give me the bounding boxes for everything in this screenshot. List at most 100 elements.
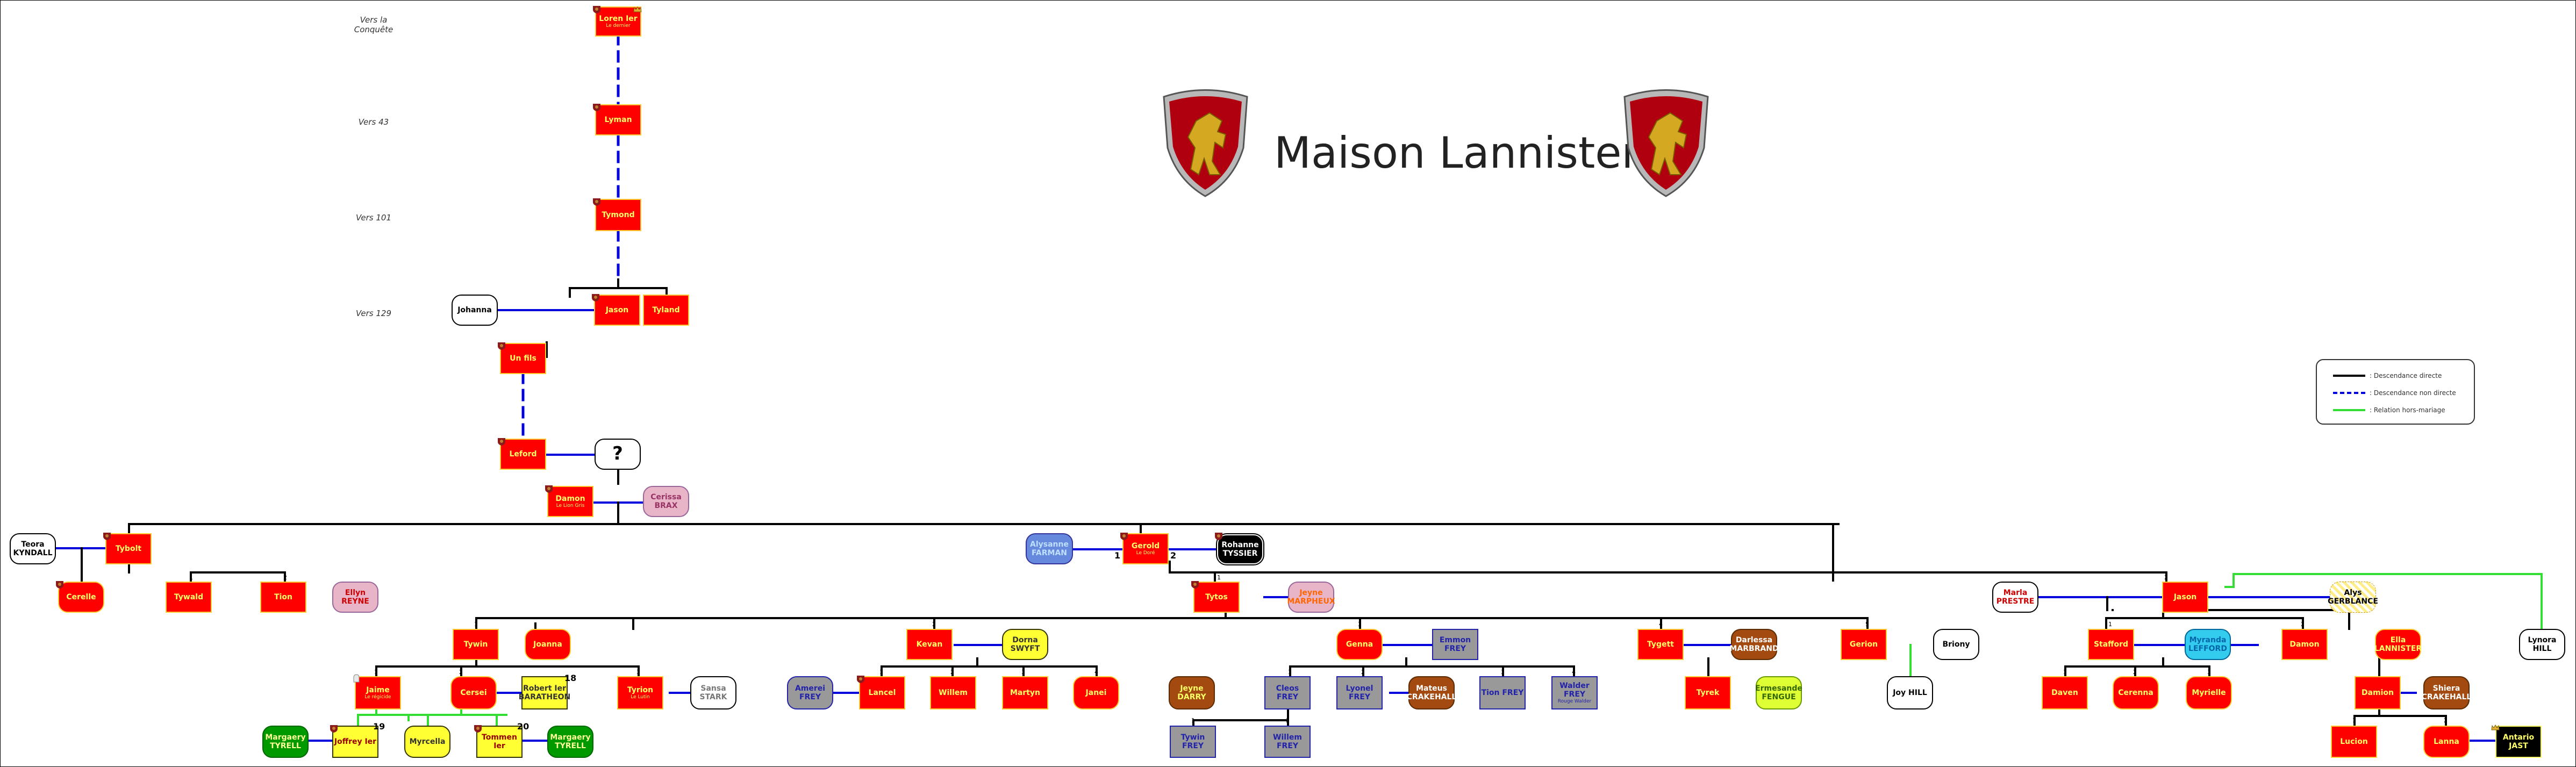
person-tygett[interactable]: Tygett (1637, 629, 1684, 660)
person-tywald[interactable]: Tywald (166, 582, 212, 613)
person-teora[interactable]: Teora KYNDALL (10, 533, 56, 564)
person-johanna[interactable]: Johanna (452, 295, 498, 326)
person-martyn[interactable]: Martyn (1002, 676, 1048, 709)
person-kevan[interactable]: Kevan (906, 629, 953, 660)
person-lucion[interactable]: Lucion (2331, 726, 2377, 758)
crown-icon (2491, 725, 2500, 730)
era-label-101: Vers 101 (356, 213, 391, 223)
person-joffrey[interactable]: Joffrey Ier (332, 726, 378, 758)
person-darlessa[interactable]: Darlessa MARBRAND (1729, 629, 1779, 660)
person-tybolt[interactable]: Tybolt (105, 533, 152, 564)
lannister-shield-icon (1215, 533, 1222, 540)
person-joanna[interactable]: Joanna (525, 629, 571, 660)
person-damon-2[interactable]: Damon (2281, 629, 2328, 660)
order-number: 3 (1501, 669, 1505, 676)
order-number: 3 (1358, 621, 1362, 628)
legend-item-direct: : Descendance directe (2333, 372, 2442, 379)
era-label-43: Vers 43 (358, 117, 389, 127)
person-un-fils[interactable]: Un fils (500, 343, 546, 374)
order-number: 2 (2301, 621, 2305, 628)
person-margaery-2[interactable]: Margaery TYRELL (547, 726, 593, 758)
person-emmon[interactable]: Emmon FREY (1432, 629, 1478, 660)
page-title: Maison Lannister (1274, 128, 1640, 178)
person-lanna[interactable]: Lanna (2423, 726, 2470, 758)
kingsguard-helm-icon (353, 674, 360, 683)
person-antario[interactable]: Antario JAST (2495, 726, 2542, 758)
person-sansa[interactable]: Sansa STARK (690, 676, 736, 709)
lannister-shield-icon (474, 725, 482, 733)
person-willem-1[interactable]: Willem (930, 676, 976, 709)
lannister-shield-icon (592, 294, 599, 302)
person-tywin[interactable]: Tywin (453, 629, 499, 660)
order-number: 1 (2352, 717, 2356, 724)
person-tytos[interactable]: Tytos (1193, 582, 1240, 613)
person-lynora[interactable]: Lynora HILL (2519, 629, 2565, 660)
lannister-shield-icon (593, 104, 600, 111)
person-tion-1[interactable]: Tion (260, 582, 306, 613)
person-alysanne[interactable]: Alysanne FARMAN (1026, 533, 1073, 564)
order-number: 1 (1191, 717, 1195, 724)
lannister-shield-icon (56, 581, 63, 589)
person-jeyne-marpheux[interactable]: Jeyne MARPHEUX (1287, 582, 1335, 613)
person-stafford[interactable]: Stafford (2088, 629, 2134, 660)
person-marla[interactable]: Marla PRESTRE (1992, 582, 2038, 613)
person-cerelle[interactable]: Cerelle (58, 582, 104, 613)
crown-icon (633, 6, 642, 12)
person-damion[interactable]: Damion (2355, 676, 2401, 709)
person-lancel[interactable]: Lancel (859, 676, 905, 709)
person-margaery-1[interactable]: Margaery TYRELL (262, 726, 309, 758)
person-cerenna[interactable]: Cerenna (2113, 676, 2159, 709)
order-number: 4 (1094, 669, 1098, 676)
person-shiera[interactable]: Shiera CRAKEHALL (2422, 676, 2471, 709)
era-label-129: Vers 129 (356, 309, 391, 318)
person-ellyn[interactable]: Ellyn REYNE (332, 582, 378, 613)
order-number: 1 (1217, 574, 1221, 581)
person-mateus[interactable]: Mateus CRAKEHALL (1407, 676, 1456, 709)
person-myranda[interactable]: Myranda LEFFORD (2185, 629, 2231, 660)
person-jason-2[interactable]: Jason (2162, 582, 2208, 613)
person-jeyne-darry[interactable]: Jeyne DARRY (1169, 676, 1215, 709)
person-tymond[interactable]: Tymond (595, 199, 641, 231)
person-amerei[interactable]: Amerei FREY (787, 676, 833, 709)
person-tyland[interactable]: Tyland (643, 295, 689, 326)
order-number: 4 (1659, 621, 1663, 628)
person-myrielle[interactable]: Myrielle (2186, 676, 2232, 709)
person-unknown[interactable]: ? (595, 439, 641, 470)
person-cleos[interactable]: Cleos FREY (1264, 676, 1311, 709)
person-myrcella[interactable]: Myrcella (404, 726, 450, 758)
person-dorna[interactable]: Dorna SWYFT (1002, 629, 1048, 660)
person-cerissa[interactable]: Cerissa BRAX (643, 486, 689, 517)
order-number: 1 (374, 669, 378, 676)
person-lyonel[interactable]: Lyonel FREY (1336, 676, 1383, 709)
person-tywin-frey[interactable]: Tywin FREY (1170, 726, 1216, 758)
order-number: 1 (879, 669, 883, 676)
person-willem-frey[interactable]: Willem FREY (1264, 726, 1311, 758)
person-lyman[interactable]: Lyman (595, 104, 641, 135)
person-ella[interactable]: Ella LANNISTER (2374, 629, 2422, 660)
person-robert[interactable]: Robert Ier BARATHEON (519, 676, 570, 709)
person-alys[interactable]: Alys GERBLANCE (2328, 582, 2378, 613)
person-briony[interactable]: Briony (1933, 629, 1979, 660)
person-leoford[interactable]: Leford (500, 439, 546, 470)
person-tion-2[interactable]: Tion FREY (1479, 676, 1526, 709)
person-daven[interactable]: Daven (2042, 676, 2088, 709)
person-genna[interactable]: Genna (1336, 629, 1383, 660)
person-ermesande[interactable]: Ermesande FENGUE (1755, 676, 1802, 709)
person-cersei[interactable]: Cersei (450, 676, 497, 709)
person-tommen[interactable]: Tommen Ier (476, 726, 523, 758)
order-number: 2 (2133, 669, 2137, 676)
person-joy[interactable]: Joy HILL (1887, 676, 1933, 709)
person-janei[interactable]: Janei (1073, 676, 1119, 709)
person-jason-1[interactable]: Jason (594, 295, 640, 326)
person-rohanne[interactable]: Rohanne TYSSIER (1216, 533, 1264, 565)
person-tyrek[interactable]: Tyrek (1685, 676, 1731, 709)
order-number: 2 (2164, 574, 2168, 581)
person-gerion[interactable]: Gerion (1841, 629, 1887, 660)
lannister-shield-icon (103, 533, 111, 540)
